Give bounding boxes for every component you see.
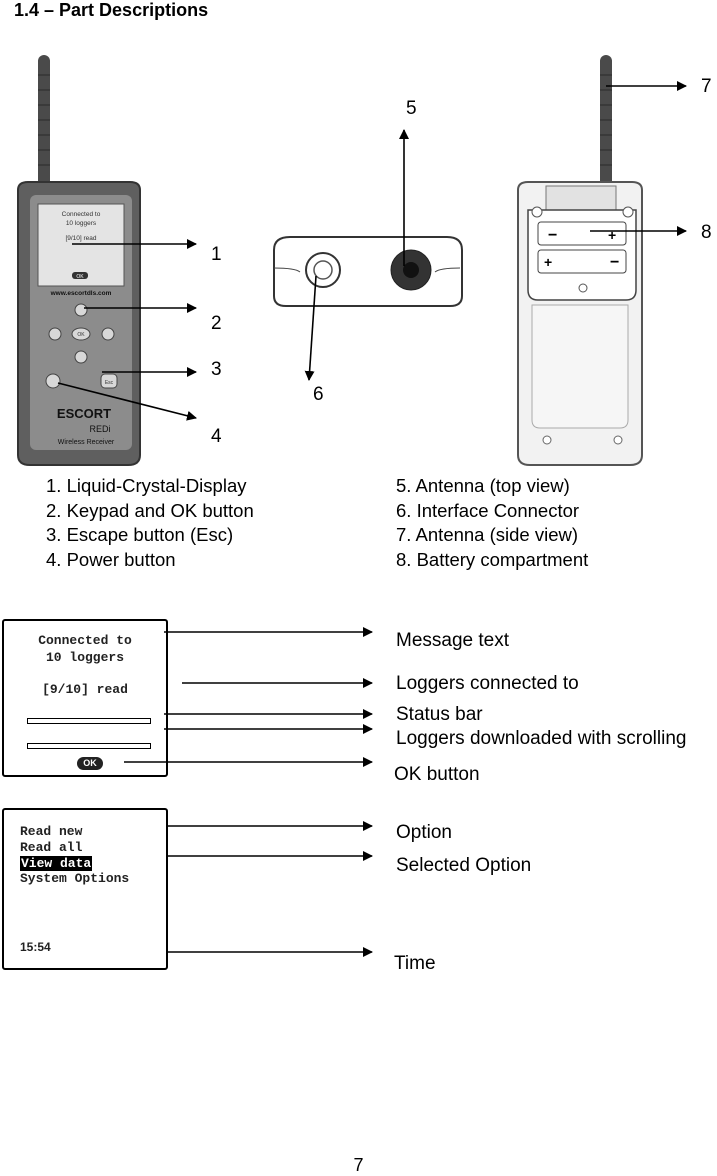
label-loggers-connected: Loggers connected to bbox=[396, 673, 579, 694]
receiver-top-view bbox=[273, 236, 463, 307]
antenna-side bbox=[600, 55, 612, 190]
description-item: 3. Escape button (Esc) bbox=[46, 524, 234, 545]
description-item: 1. Liquid-Crystal-Display bbox=[46, 475, 247, 496]
label-loggers-downloaded: Loggers downloaded with scrolling bbox=[396, 728, 687, 749]
description-item: 2. Keypad and OK button bbox=[46, 499, 254, 521]
svg-text:+: + bbox=[544, 254, 552, 270]
right-key bbox=[101, 327, 115, 341]
ok-key-label: OK bbox=[77, 332, 85, 338]
lcd-ok-label: OK bbox=[76, 274, 84, 280]
description-item: 7. Antenna (side view) bbox=[396, 524, 579, 545]
screen1-line2: 10 loggers bbox=[45, 650, 124, 665]
esc-key bbox=[100, 373, 118, 389]
descriptions-left: 1. Liquid-Crystal-Display 2. Keypad and … bbox=[46, 474, 254, 572]
callout-1: 1 bbox=[211, 244, 222, 265]
callout-4: 4 bbox=[211, 426, 222, 447]
scroll-bar bbox=[27, 743, 151, 749]
lcd-ok-pill bbox=[72, 272, 88, 279]
description-item: 6. Interface Connector bbox=[396, 499, 580, 521]
status-bar bbox=[27, 718, 151, 724]
screen1-line3: [9/10] read bbox=[42, 682, 128, 697]
description-item: 4. Power button bbox=[46, 548, 176, 570]
left-key bbox=[48, 327, 62, 341]
label-ok-button: OK button bbox=[394, 764, 480, 785]
device-figure: Connected to 10 loggers [9/10] read OK w… bbox=[17, 55, 687, 466]
esc-key-label: Esc bbox=[105, 380, 114, 386]
svg-text:−: − bbox=[548, 227, 557, 244]
top-view-body bbox=[273, 236, 463, 307]
screen-menu-example: Read new Read all View data System Optio… bbox=[2, 808, 168, 970]
callout-7: 7 bbox=[701, 76, 712, 97]
menu-option: Read all bbox=[20, 840, 83, 855]
label-selected-option: Selected Option bbox=[396, 855, 532, 876]
callout-5: 5 bbox=[406, 98, 417, 119]
description-item: 5. Antenna (top view) bbox=[396, 475, 570, 496]
menu-option: System Options bbox=[20, 871, 130, 886]
model-label: REDi bbox=[89, 424, 110, 434]
ok-key bbox=[71, 327, 91, 341]
callout-6: 6 bbox=[313, 384, 324, 405]
callout-8: 8 bbox=[701, 222, 712, 243]
callout-2: 2 bbox=[211, 313, 222, 334]
descriptions-right: 5. Antenna (top view) 6. Interface Conne… bbox=[396, 474, 588, 572]
menu-option-selected: View data bbox=[20, 856, 93, 871]
callout-3: 3 bbox=[211, 359, 222, 380]
screen1-line1: Connected to bbox=[38, 633, 132, 648]
brand-label: ESCORT bbox=[57, 406, 111, 421]
antenna-front bbox=[38, 55, 50, 190]
section-heading: 1.4 – Part Descriptions bbox=[14, 0, 209, 20]
menu-option: Read new bbox=[20, 824, 83, 839]
page-number: 7 bbox=[353, 1155, 364, 1175]
label-message-text: Message text bbox=[396, 630, 509, 651]
url-label: www.escortdls.com bbox=[50, 290, 112, 297]
label-status-bar: Status bar bbox=[396, 704, 483, 725]
lcd-line2: 10 loggers bbox=[66, 220, 97, 227]
ok-pill: OK bbox=[77, 757, 103, 770]
description-item: 8. Battery compartment bbox=[396, 548, 589, 570]
receiver-front-view: Connected to 10 loggers [9/10] read OK w… bbox=[17, 55, 141, 466]
lcd-line3: [9/10] read bbox=[65, 235, 96, 242]
up-key bbox=[74, 303, 88, 317]
lcd-line1: Connected to bbox=[62, 211, 101, 218]
label-option: Option bbox=[396, 822, 452, 843]
down-key bbox=[74, 350, 88, 364]
clock-time: 15:54 bbox=[20, 940, 51, 954]
subtitle-label: Wireless Receiver bbox=[58, 439, 115, 446]
svg-text:+: + bbox=[608, 227, 616, 243]
label-time: Time bbox=[394, 953, 436, 974]
screen-status-example: Connected to 10 loggers [9/10] read OK bbox=[2, 619, 168, 777]
svg-text:−: − bbox=[610, 254, 619, 271]
power-key bbox=[45, 373, 61, 389]
receiver-back-view: − + + − bbox=[517, 55, 643, 466]
